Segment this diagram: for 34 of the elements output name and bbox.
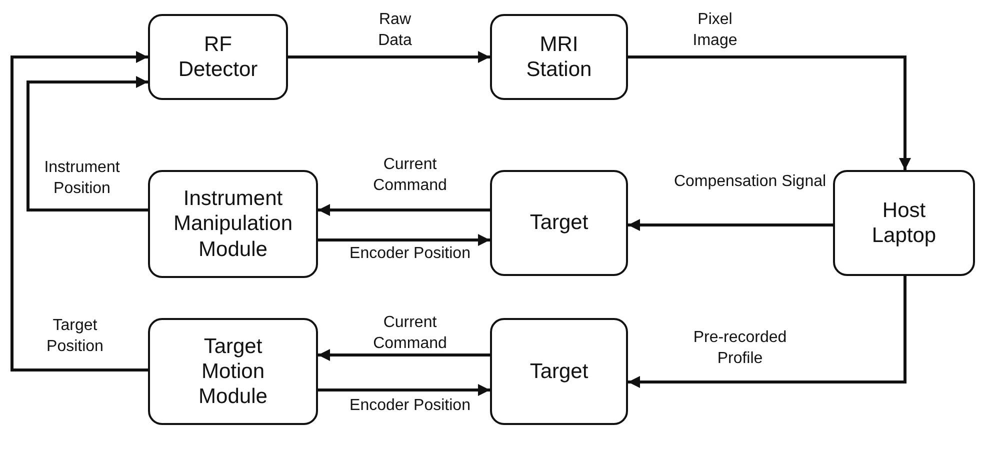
- node-label: Instrument Manipulation Module: [172, 186, 294, 262]
- arrow: [288, 51, 490, 63]
- node-label: Target: [528, 358, 590, 384]
- process-box: [490, 318, 628, 425]
- process-box: [833, 170, 975, 276]
- arrow: [318, 204, 490, 216]
- edge-label: Compensation Signal: [672, 172, 828, 192]
- edge-label: Pixel Image: [692, 10, 738, 51]
- node-label: RF Detector: [177, 32, 259, 82]
- arrow: [628, 276, 906, 388]
- arrow: [628, 56, 911, 170]
- node-label: MRI Station: [525, 32, 593, 82]
- process-box: [148, 318, 318, 425]
- process-box: [148, 14, 288, 100]
- arrow: [10, 51, 148, 372]
- process-box: [490, 170, 628, 276]
- node-label: Target: [528, 210, 590, 236]
- edge-label: Encoder Position: [348, 244, 472, 264]
- arrow: [318, 384, 490, 396]
- arrow: [26, 76, 148, 212]
- process-box: [490, 14, 628, 100]
- node-label: Target Motion Module: [198, 334, 268, 410]
- edge-label: Instrument Position: [43, 158, 121, 199]
- arrow: [628, 219, 833, 231]
- edge-label: Current Command: [372, 313, 448, 354]
- edge-label: Current Command: [372, 155, 448, 196]
- edge-label: Target Position: [46, 316, 104, 357]
- arrow: [318, 234, 490, 246]
- edge-label: Raw Data: [377, 10, 413, 51]
- edge-label: Encoder Position: [348, 396, 472, 416]
- arrow: [318, 349, 490, 361]
- node-label: Host Laptop: [870, 198, 938, 248]
- edge-label: Pre-recorded Profile: [692, 328, 788, 369]
- process-box: [148, 170, 318, 278]
